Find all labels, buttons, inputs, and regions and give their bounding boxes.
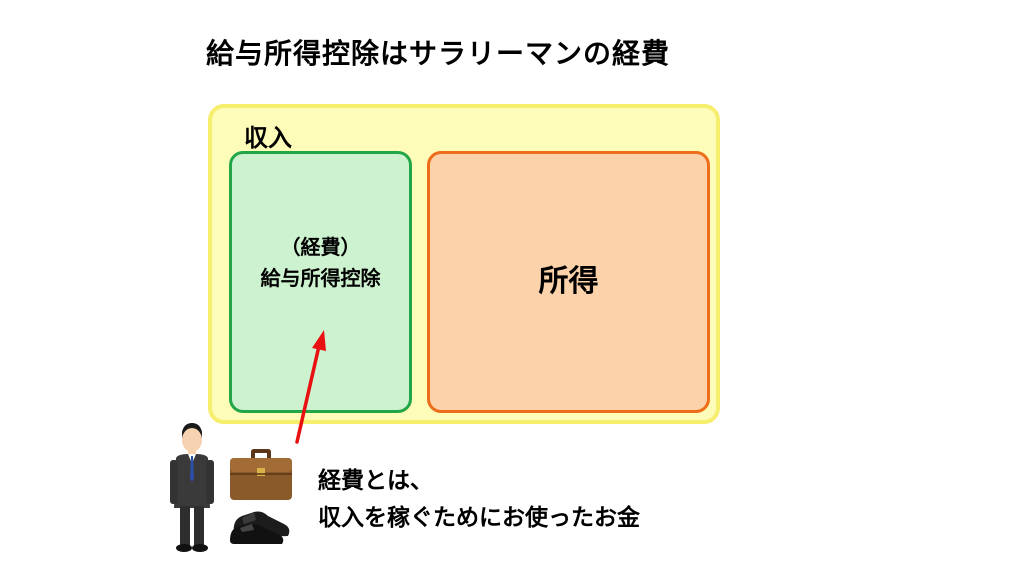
expense-label-line2: 給与所得控除 — [260, 266, 381, 290]
shoes-icon — [230, 511, 290, 544]
businessman-icon — [170, 423, 214, 552]
expense-label: （経費） 給与所得控除 — [229, 232, 412, 294]
expense-label-line1: （経費） — [280, 235, 361, 259]
profit-label: 所得 — [538, 264, 599, 299]
expense-description-line1: 経費とは、 — [318, 468, 433, 494]
profit-box — [427, 151, 710, 413]
briefcase-icon — [230, 449, 292, 500]
expense-box — [229, 151, 412, 413]
expense-description: 経費とは、 収入を稼ぐためにお使ったお金 — [318, 463, 640, 537]
income-label: 収入 — [244, 124, 292, 152]
expense-description-line2: 収入を稼ぐためにお使ったお金 — [318, 505, 640, 531]
diagram-title: 給与所得控除はサラリーマンの経費 — [206, 37, 671, 70]
